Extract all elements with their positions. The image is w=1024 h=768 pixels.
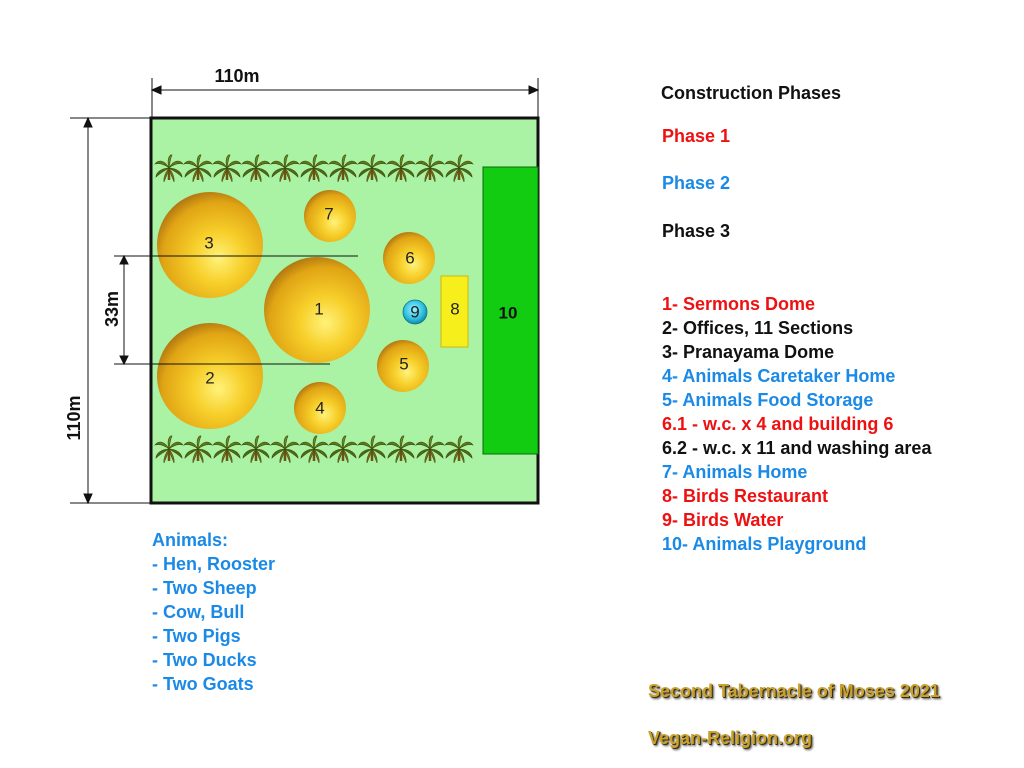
animal-item: - Two Sheep <box>152 578 257 598</box>
animal-item: - Two Goats <box>152 674 254 694</box>
structure-9-birds-water <box>402 299 428 325</box>
animal-item: - Cow, Bull <box>152 602 245 622</box>
legend-item: 8- Birds Restaurant <box>662 486 829 506</box>
structure-6-label: 6 <box>405 248 414 267</box>
animal-item: - Hen, Rooster <box>152 554 276 574</box>
legend-item: 10- Animals Playground <box>662 534 867 554</box>
legend-item: 5- Animals Food Storage <box>662 390 874 410</box>
phase-1-label: Phase 1 <box>662 126 731 146</box>
construction-title: Construction Phases <box>661 83 842 103</box>
structure-5-label: 5 <box>399 354 408 373</box>
structure-7-label: 7 <box>324 204 333 223</box>
credit-site: Vegan-Religion.org <box>648 728 813 748</box>
width-dimension <box>150 78 540 118</box>
inner-dimension-label: 33m <box>102 291 122 327</box>
structure-7-dome <box>304 190 356 242</box>
height-dimension <box>70 116 152 505</box>
structure-3-label: 3 <box>204 233 213 252</box>
structure-10-label: 10 <box>499 303 518 322</box>
credit-title: Second Tabernacle of Moses 2021 <box>648 681 940 701</box>
structure-8-birds-restaurant <box>440 275 469 348</box>
structure-legend: 1- Sermons Dome 2- Offices, 11 Sections … <box>662 292 931 556</box>
structure-5-dome <box>377 340 429 392</box>
structure-4-dome <box>294 382 346 434</box>
structure-6-dome <box>383 232 435 284</box>
phase-2-label: Phase 2 <box>662 173 731 193</box>
legend-item: 6.1 - w.c. x 4 and building 6 <box>662 414 894 434</box>
structure-1-label: 1 <box>314 299 323 318</box>
legend-item: 1- Sermons Dome <box>662 294 816 314</box>
structure-2-label: 2 <box>205 368 214 387</box>
structure-1-dome <box>264 257 370 363</box>
legend-item: 7- Animals Home <box>662 462 808 482</box>
animal-item: - Two Ducks <box>152 650 257 670</box>
structure-8-label: 8 <box>450 299 459 318</box>
structure-9-label: 9 <box>410 302 419 321</box>
structure-2-dome <box>157 323 263 429</box>
legend-item: 6.2 - w.c. x 11 and washing area <box>662 438 932 458</box>
structure-3-dome <box>157 192 263 298</box>
legend-item: 3- Pranayama Dome <box>662 342 835 362</box>
animals-list: Animals: - Hen, Rooster - Two Sheep - Co… <box>152 528 275 696</box>
legend-item: 2- Offices, 11 Sections <box>662 318 854 338</box>
inner-dimension <box>114 254 358 366</box>
width-label: 110m <box>214 66 259 86</box>
legend-item: 4- Animals Caretaker Home <box>662 366 896 386</box>
animals-title: Animals: <box>152 530 229 550</box>
structure-10-playground <box>482 166 539 455</box>
phase-3-label: Phase 3 <box>662 221 731 241</box>
legend-item: 9- Birds Water <box>662 510 784 530</box>
structure-4-label: 4 <box>315 398 324 417</box>
animal-item: - Two Pigs <box>152 626 241 646</box>
height-label: 110m <box>64 395 84 440</box>
